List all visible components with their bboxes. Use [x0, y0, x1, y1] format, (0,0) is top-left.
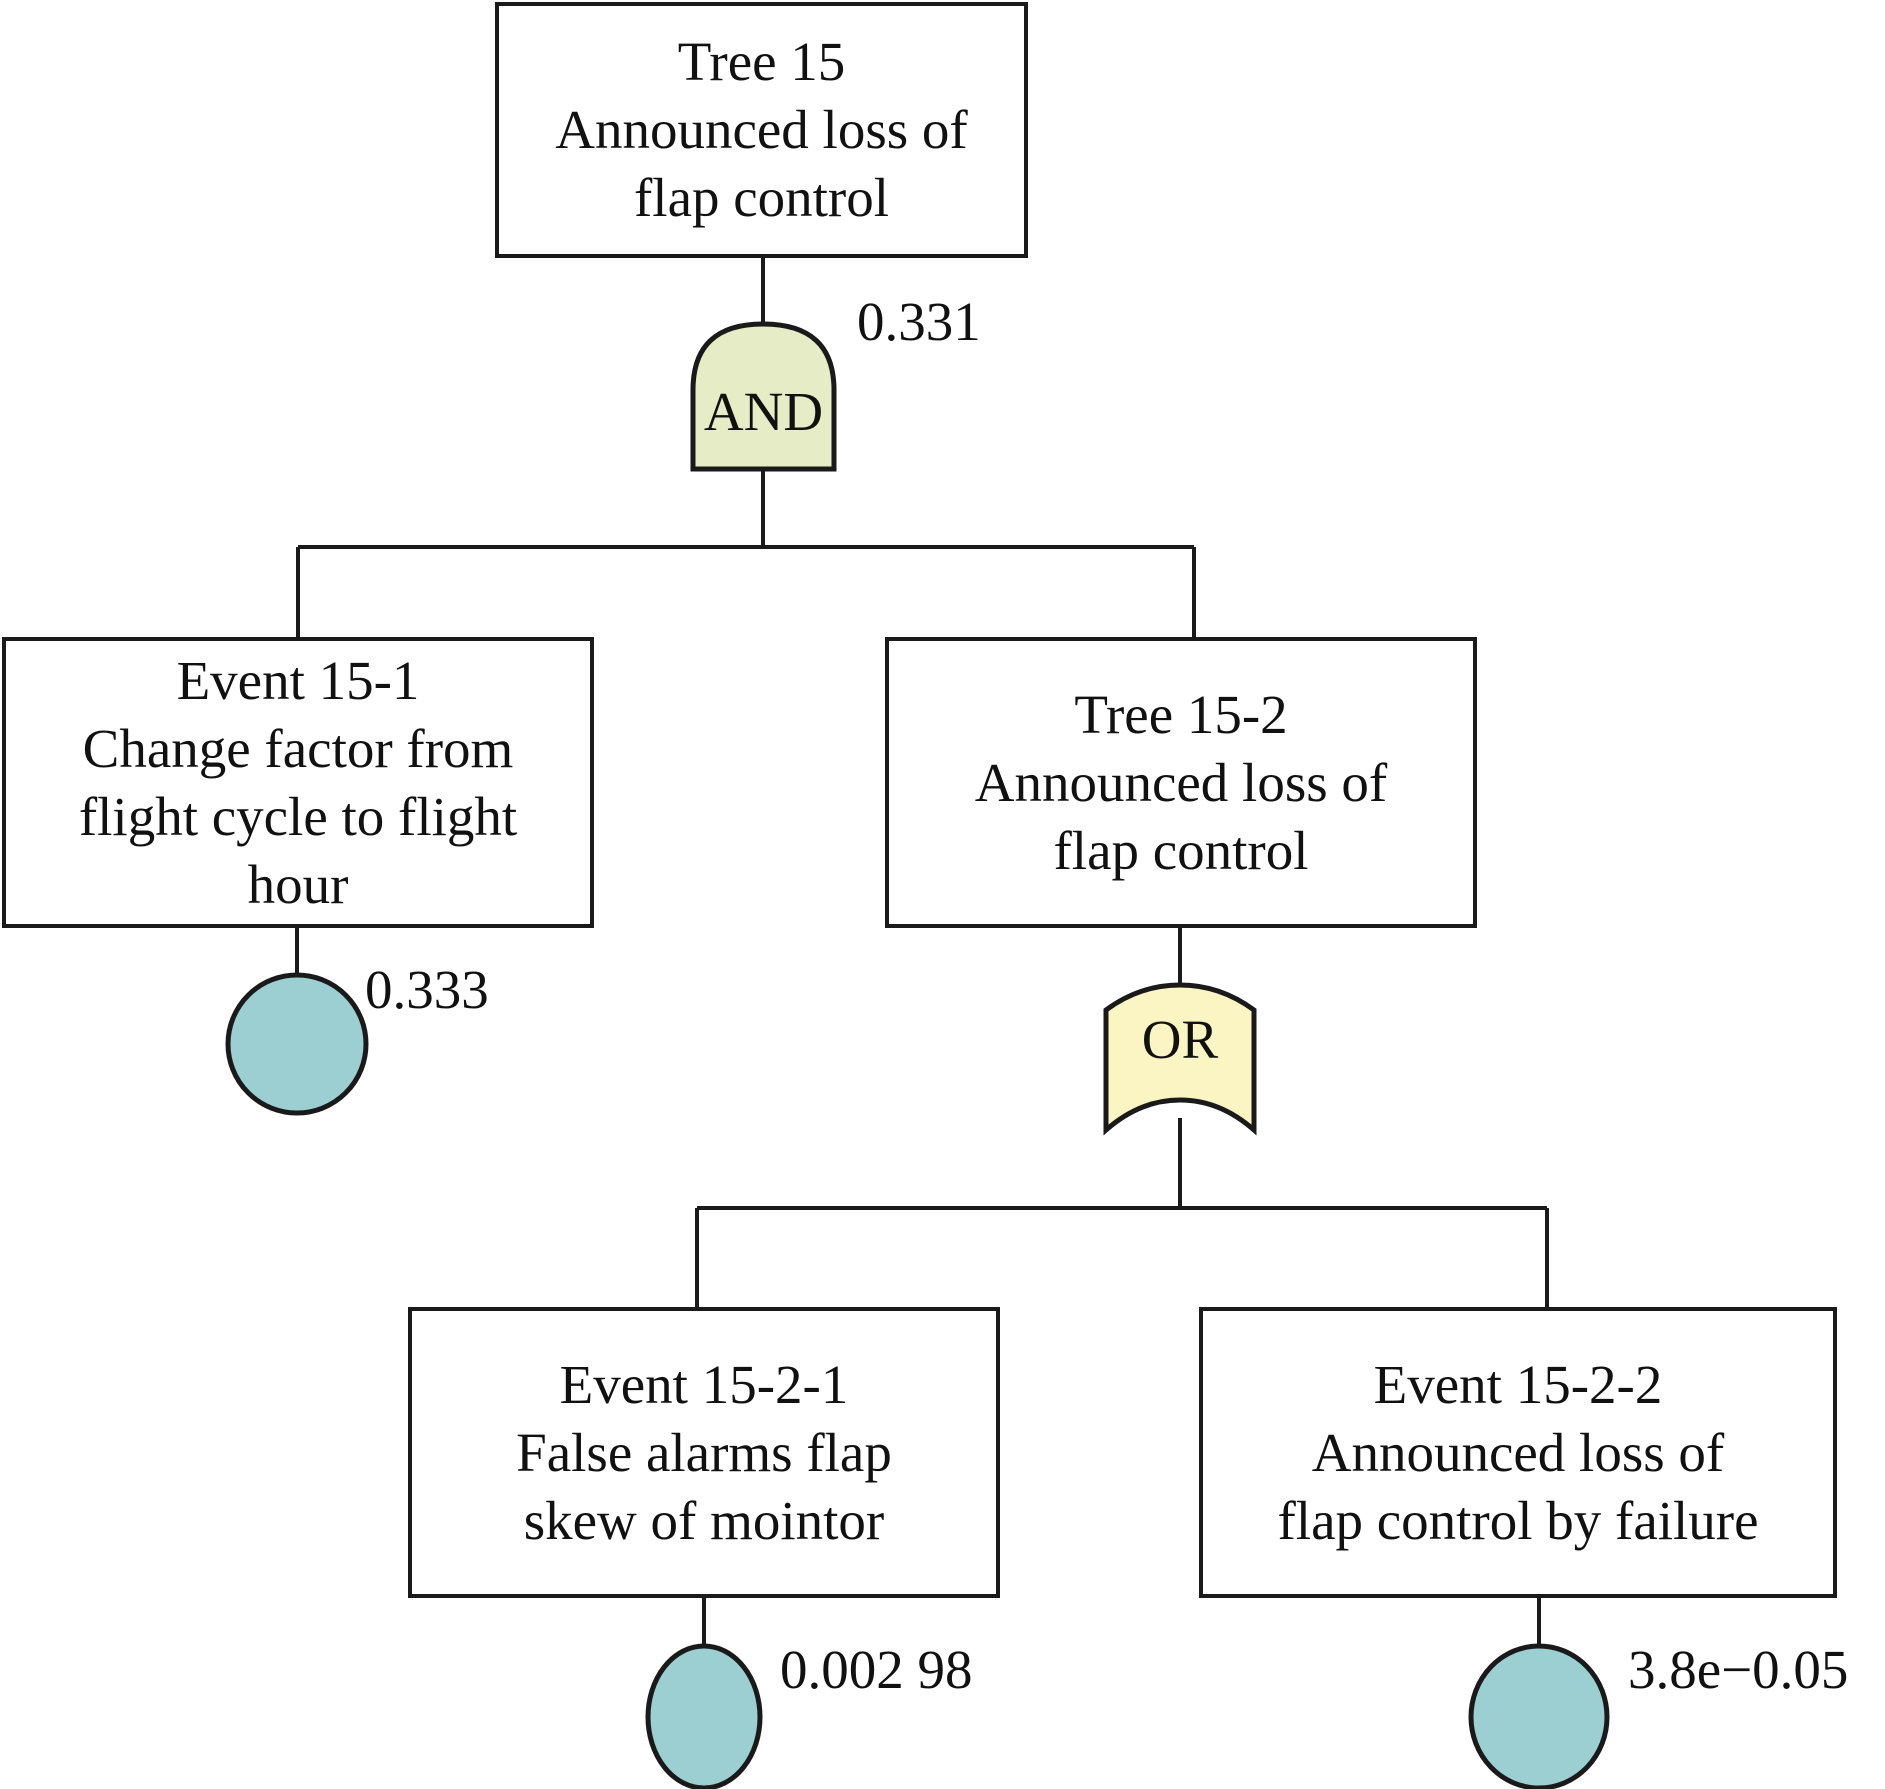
basic-event-circle-15-2-2 — [1468, 1643, 1610, 1789]
node-tree-15-2: Tree 15-2 Announced loss of flap control — [885, 637, 1477, 928]
node-event-15-2-2-line-1: Event 15-2-2 — [1373, 1353, 1663, 1415]
node-event-15-1-line-4: hour — [247, 853, 349, 915]
node-event-15-1-line-3: flight cycle to flight — [78, 785, 518, 847]
or-gate-label: OR — [1141, 1009, 1219, 1070]
node-event-15-2-1-line-1: Event 15-2-1 — [559, 1353, 849, 1415]
and-gate-label: AND — [703, 381, 824, 442]
and-gate-probability: 0.331 — [857, 291, 981, 352]
node-event-15-2-2-line-2: Announced loss of — [1311, 1421, 1725, 1483]
node-tree-15-2-line-1: Tree 15-2 — [1074, 683, 1288, 745]
basic-event-15-2-1-probability: 0.002 98 — [780, 1639, 973, 1700]
node-tree-15-line-2: Announced loss of — [555, 99, 968, 160]
node-event-15-1: Event 15-1 Change factor from flight cyc… — [2, 637, 594, 928]
node-tree-15: Tree 15 Announced loss of flap control — [495, 2, 1028, 258]
node-tree-15-2-line-2: Announced loss of — [974, 751, 1388, 813]
basic-event-15-1-probability: 0.333 — [365, 959, 489, 1020]
basic-event-circle-15-1 — [225, 972, 369, 1116]
node-event-15-2-1-line-2: False alarms flap — [516, 1421, 892, 1483]
and-gate-icon — [690, 321, 837, 472]
node-event-15-1-line-1: Event 15-1 — [176, 649, 420, 711]
node-event-15-2-1-line-3: skew of mointor — [523, 1489, 885, 1551]
node-tree-15-line-3: flap control — [633, 167, 890, 228]
node-event-15-2-2-line-3: flap control by failure — [1277, 1489, 1759, 1551]
basic-event-15-2-2-probability: 3.8e−0.05 — [1628, 1639, 1849, 1700]
node-event-15-1-line-2: Change factor from — [82, 717, 514, 779]
node-tree-15-line-1: Tree 15 — [677, 31, 846, 92]
node-tree-15-2-line-3: flap control — [1053, 819, 1309, 881]
or-gate-icon — [1103, 982, 1257, 1136]
node-event-15-2-1: Event 15-2-1 False alarms flap skew of m… — [408, 1307, 1000, 1598]
basic-event-circle-15-2-1 — [645, 1643, 763, 1789]
node-event-15-2-2: Event 15-2-2 Announced loss of flap cont… — [1199, 1307, 1837, 1598]
